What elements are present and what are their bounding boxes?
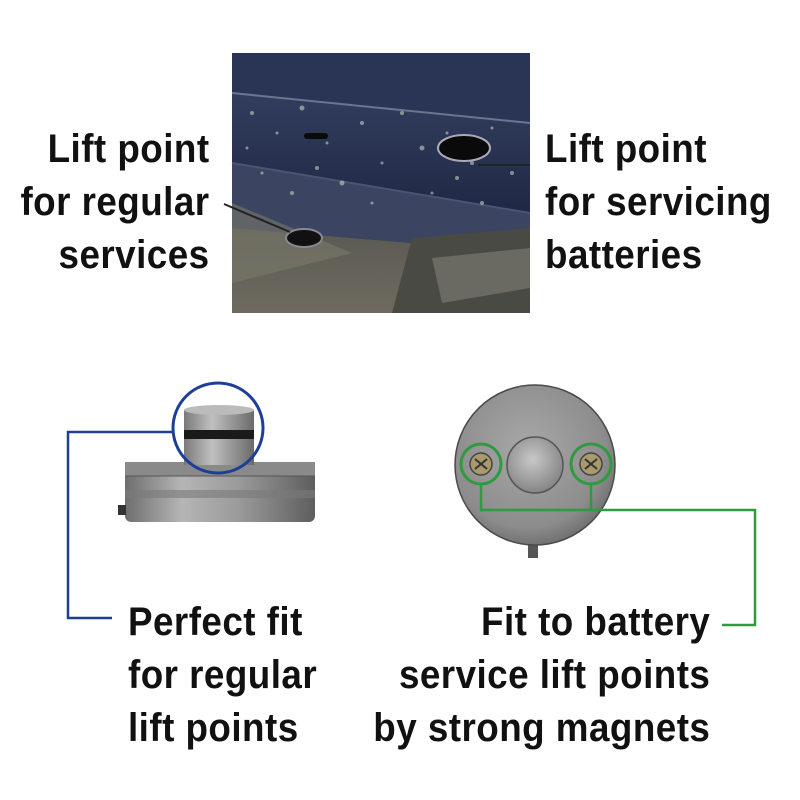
regular-lift-point-label: Lift point for regular services [20, 127, 210, 277]
battery-fit-label: Fit to battery service lift points by st… [372, 600, 710, 750]
perfect-fit-label: Perfect fit for regular lift points [128, 600, 318, 750]
battery-lift-point-label: Lift point for servicing batteries [545, 127, 772, 277]
undercarriage-photo [231, 53, 531, 313]
